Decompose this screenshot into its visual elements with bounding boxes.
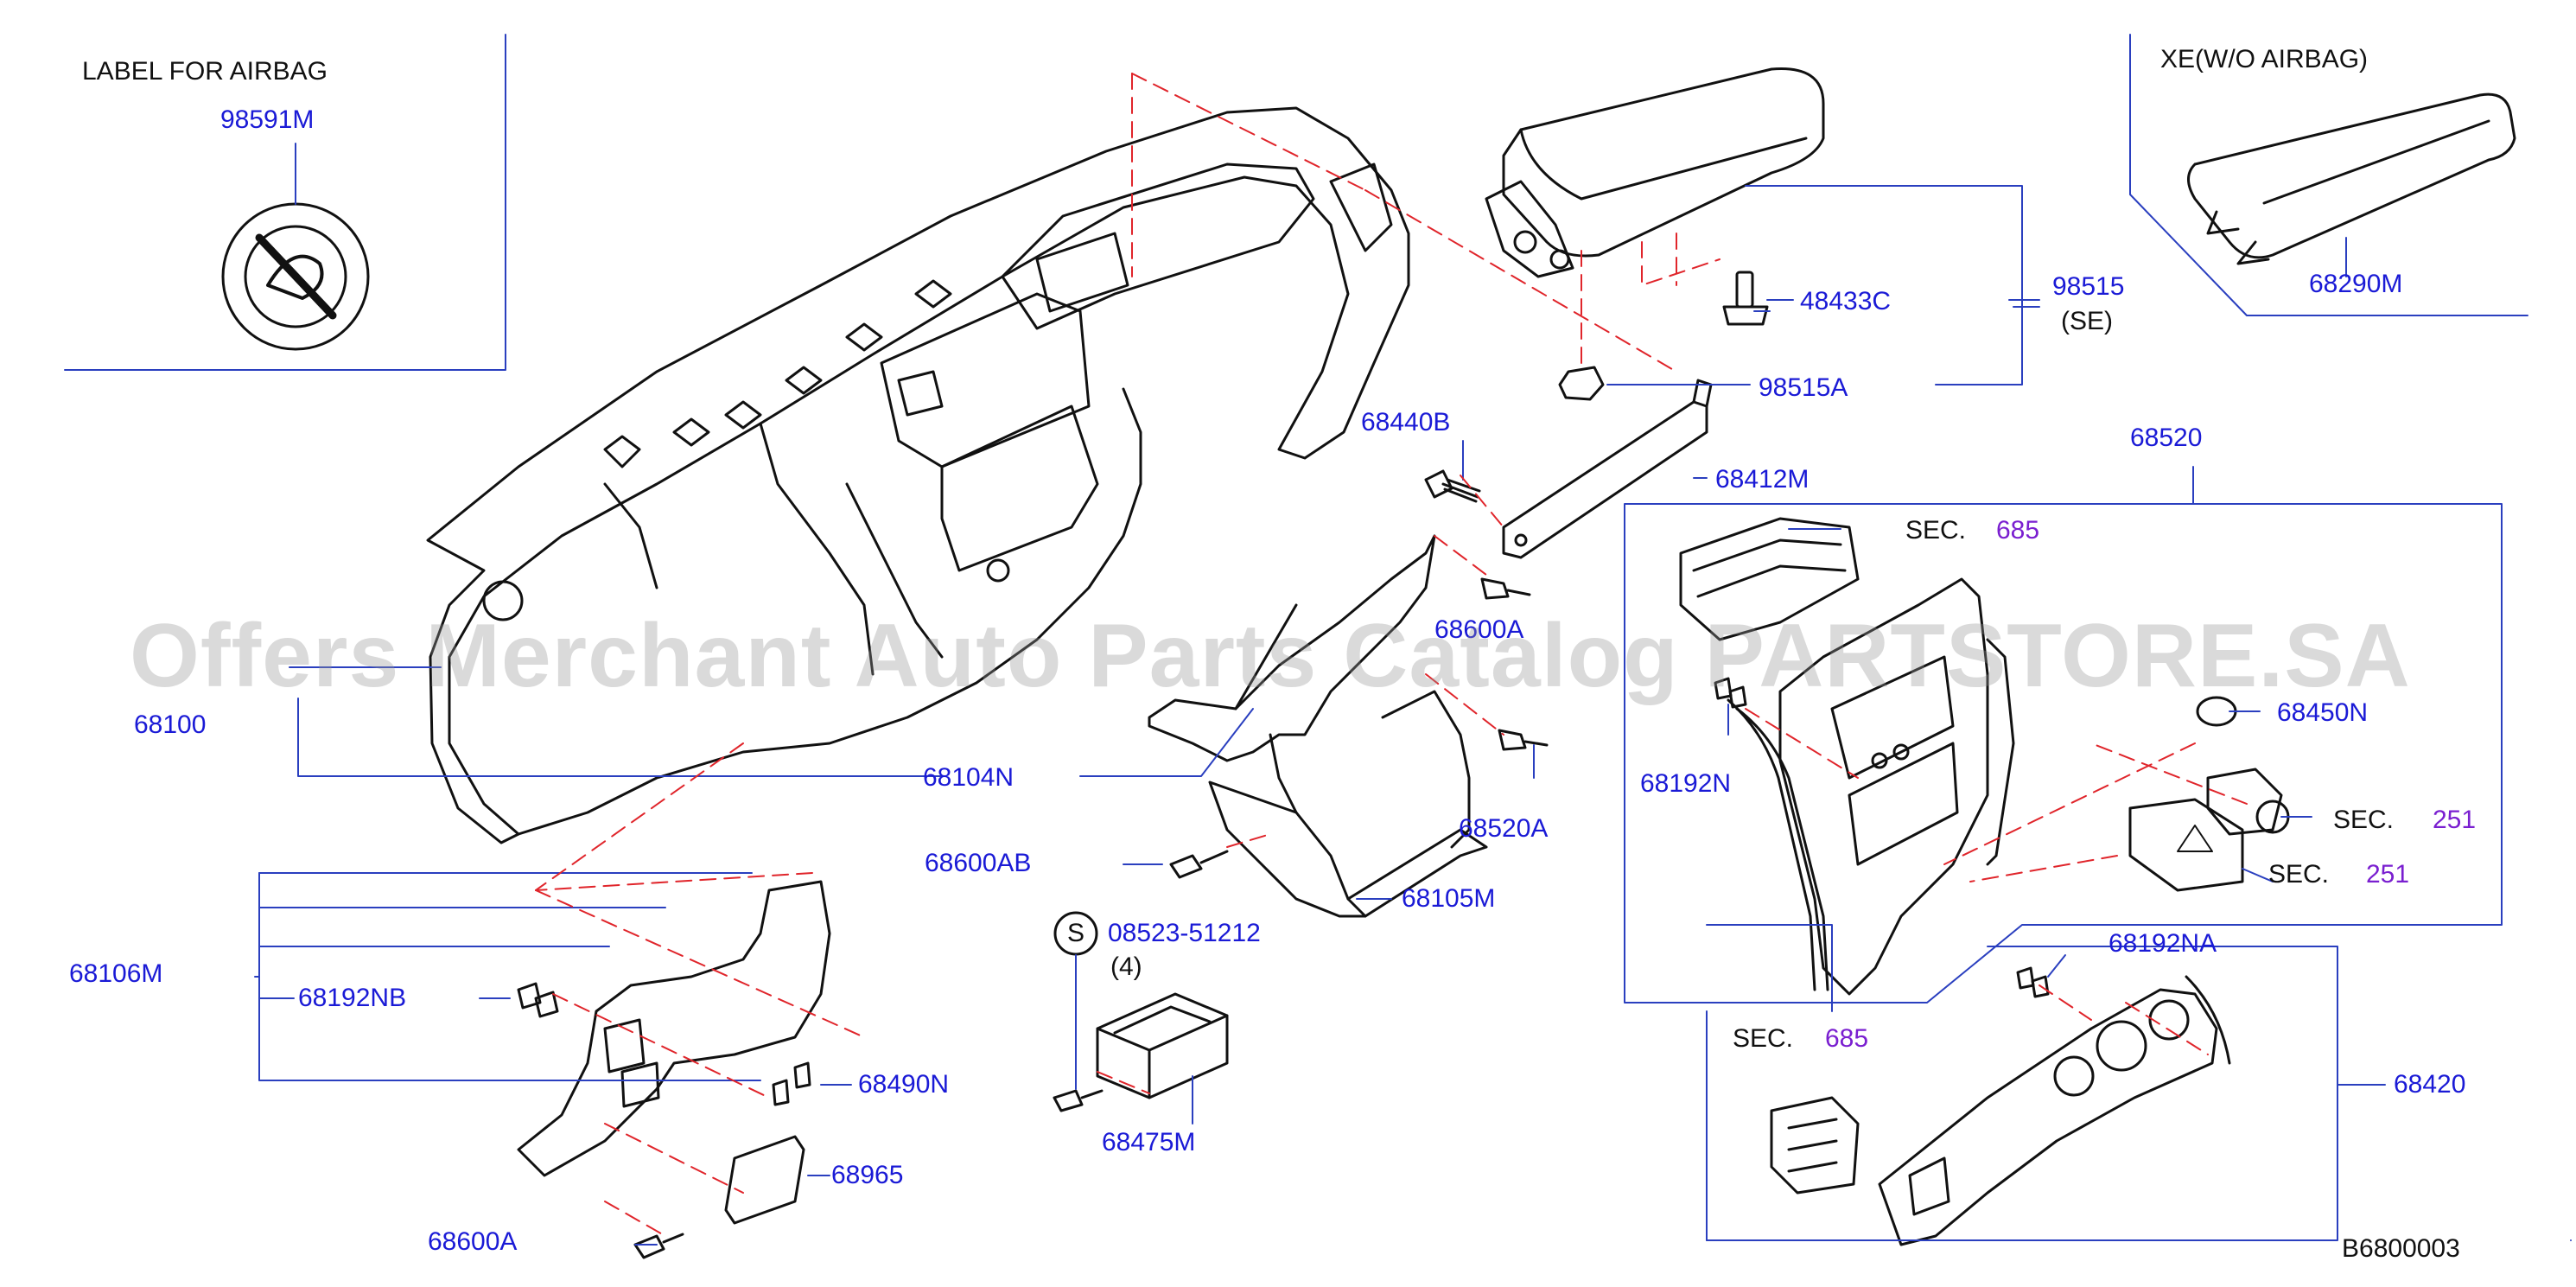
part-label-68600A-lower[interactable]: 68600A — [428, 1227, 518, 1256]
bolt-68440B — [1424, 469, 1481, 503]
sec-label-685-upper: SEC. — [1905, 516, 1967, 545]
airbag-label-inset-frame — [64, 34, 506, 371]
xe-inset-frame — [2129, 34, 2528, 316]
cluster-finisher-68420 — [1878, 975, 2231, 1246]
clip-68192N — [1714, 677, 1747, 709]
part-label-68192NA[interactable]: 68192NA — [2109, 929, 2217, 958]
bracket-68412M — [1502, 379, 1713, 559]
vent-sec685-upper — [1679, 517, 1860, 641]
bolt-48433C — [1722, 271, 1769, 326]
part-label-68106M[interactable]: 68106M — [69, 959, 163, 988]
sec-number-251-b[interactable]: 251 — [2366, 860, 2410, 889]
leader-lines — [254, 185, 2572, 1246]
part-label-68105M[interactable]: 68105M — [1402, 884, 1496, 913]
airbag-label-icon — [221, 143, 370, 351]
sec-number-685-upper[interactable]: 685 — [1996, 516, 2040, 545]
part-note-98515-se: (SE) — [2061, 307, 2113, 335]
screw-08523-51212 — [1053, 1089, 1104, 1112]
part-label-98515[interactable]: 98515 — [2052, 272, 2125, 301]
part-label-98591M[interactable]: 98591M — [220, 105, 315, 134]
diagram-code: B6800003 — [2342, 1234, 2460, 1263]
part-label-68290M[interactable]: 68290M — [2309, 270, 2403, 298]
part-label-68192N[interactable]: 68192N — [1640, 769, 1732, 798]
vent-sec685-lower — [1770, 1096, 1860, 1195]
watermark-text: Offers Merchant Auto Parts Catalog PARTS… — [130, 606, 2411, 706]
part-qty-08523-51212: (4) — [1110, 953, 1142, 981]
part-label-68520[interactable]: 68520 — [2130, 424, 2203, 452]
sec-label-251-a: SEC. — [2333, 806, 2395, 834]
xe-inset-title: XE(W/O AIRBAG) — [2160, 45, 2369, 73]
part-label-68600A-upper[interactable]: 68600A — [1434, 615, 1524, 644]
clip-68192NB — [517, 982, 559, 1018]
screw-68600A-lower — [633, 1233, 684, 1259]
nut-98515A — [1558, 366, 1605, 401]
airbag-module-98515 — [1485, 67, 1825, 278]
lower-cover-68106M — [517, 880, 831, 1177]
part-label-68192NB[interactable]: 68192NB — [298, 984, 407, 1012]
xe-airbag-lid — [2187, 92, 2516, 277]
part-label-68450N[interactable]: 68450N — [2277, 698, 2369, 727]
instrument-panel-68100 — [426, 106, 1410, 844]
pocket-68475M — [1096, 992, 1229, 1099]
part-label-68420[interactable]: 68420 — [2394, 1070, 2466, 1099]
hazard-switch — [2128, 798, 2244, 892]
part-label-48433C[interactable]: 48433C — [1800, 287, 1892, 315]
sec-number-685-lower[interactable]: 685 — [1825, 1024, 1869, 1053]
sec-label-251-b: SEC. — [2268, 860, 2330, 889]
part-label-08523-51212[interactable]: 08523-51212 — [1108, 919, 1261, 947]
clip-68192NA — [2016, 966, 2050, 998]
standard-part-symbol-letter: S — [1067, 919, 1085, 947]
sec-label-685-lower: SEC. — [1733, 1024, 1794, 1053]
part-label-68490N[interactable]: 68490N — [858, 1070, 950, 1099]
clip-68490N — [772, 1061, 811, 1106]
center-support — [1148, 534, 1488, 918]
assembly-dashed-lines — [535, 73, 2248, 1237]
part-label-98515A[interactable]: 98515A — [1759, 373, 1848, 402]
lid-68965 — [724, 1135, 805, 1225]
part-label-68600AB[interactable]: 68600AB — [925, 849, 1032, 877]
screw-68520A — [1498, 729, 1549, 751]
part-label-68104N[interactable]: 68104N — [923, 763, 1014, 792]
part-label-68965[interactable]: 68965 — [831, 1161, 904, 1189]
sec-number-251-a[interactable]: 251 — [2433, 806, 2477, 834]
cigar-lighter — [2206, 768, 2290, 836]
part-label-68100[interactable]: 68100 — [134, 710, 207, 739]
center-cluster-68520 — [1727, 577, 2015, 996]
part-label-68412M[interactable]: 68412M — [1715, 465, 1810, 494]
airbag-label-inset-title: LABEL FOR AIRBAG — [82, 57, 328, 86]
part-label-68440B[interactable]: 68440B — [1361, 408, 1451, 436]
part-label-68475M[interactable]: 68475M — [1102, 1128, 1196, 1156]
screw-68600A-upper — [1480, 577, 1531, 600]
screw-68600AB — [1169, 850, 1229, 879]
part-label-68520A[interactable]: 68520A — [1459, 814, 1549, 843]
